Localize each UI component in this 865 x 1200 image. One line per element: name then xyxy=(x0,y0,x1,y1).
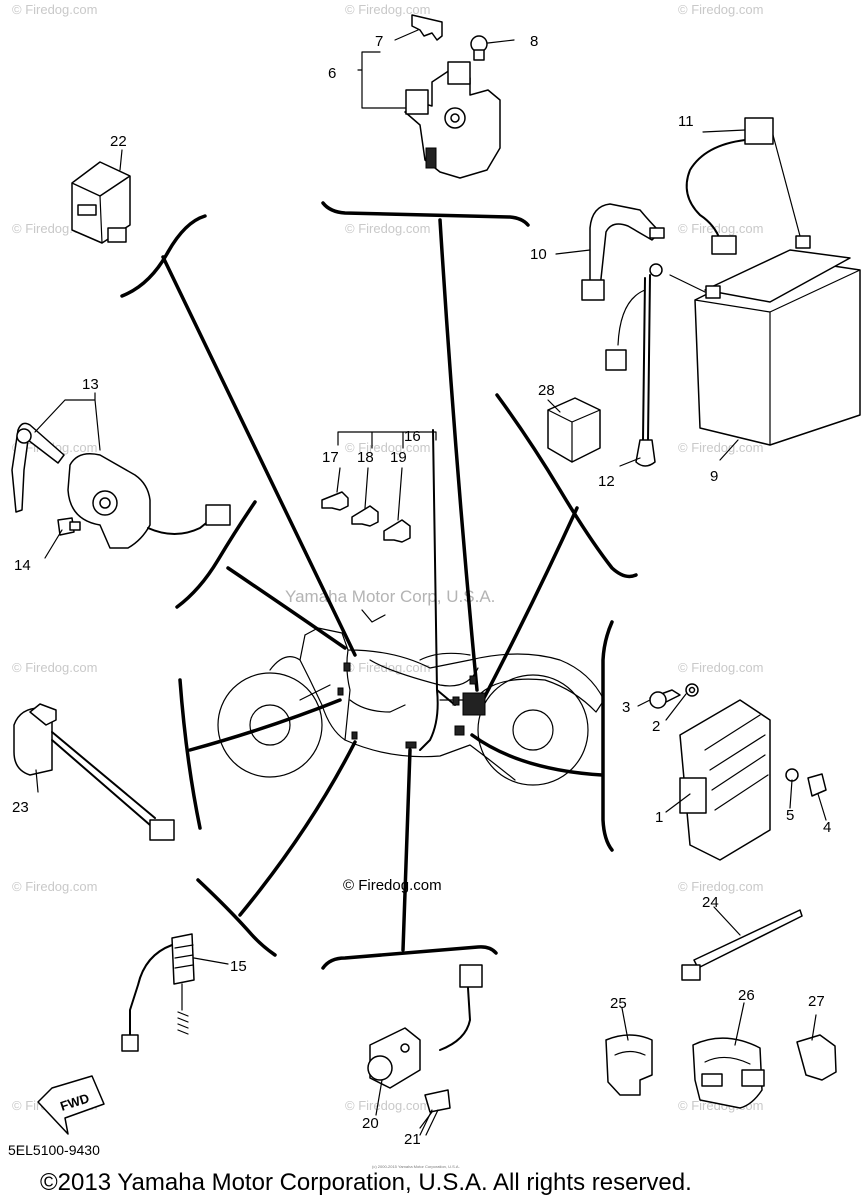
watermark: © Firedog.com xyxy=(678,2,763,17)
callout-13: 13 xyxy=(82,376,99,393)
fuse-set xyxy=(321,491,411,543)
callout-17: 17 xyxy=(322,449,339,466)
callout-numbers: 1 2 3 4 5 6 7 8 9 10 11 12 13 14 15 16 1… xyxy=(12,33,831,1148)
callout-6: 6 xyxy=(328,65,336,82)
group-brackets xyxy=(120,201,638,970)
copyright-footer: ©2013 Yamaha Motor Corporation, U.S.A. A… xyxy=(40,1169,692,1196)
callout-8: 8 xyxy=(530,33,538,50)
bands-clamps xyxy=(605,909,837,1109)
watermark-layer: © Firedog.com © Firedog.com © Firedog.co… xyxy=(12,2,763,1113)
callout-4: 4 xyxy=(823,819,831,836)
callout-28: 28 xyxy=(538,382,555,399)
callout-5: 5 xyxy=(786,807,794,824)
callout-27: 27 xyxy=(808,993,825,1010)
callout-1: 1 xyxy=(655,809,663,826)
callout-22: 22 xyxy=(110,133,127,150)
fine-print: (c) 2000-2015 Yamaha Motor Corporation, … xyxy=(372,1164,460,1169)
watermark: © Firedog.com xyxy=(345,440,430,455)
callout-7: 7 xyxy=(375,33,383,50)
callout-9: 9 xyxy=(710,468,718,485)
callout-15: 15 xyxy=(230,958,247,975)
callout-leaders xyxy=(34,29,827,1129)
callout-3: 3 xyxy=(622,699,630,716)
callout-12: 12 xyxy=(598,473,615,490)
main-switch xyxy=(11,422,231,549)
sensor-23 xyxy=(13,703,175,841)
callout-26: 26 xyxy=(738,987,755,1004)
watermark: © Firedog.com xyxy=(678,879,763,894)
watermark: © Firedog.com xyxy=(12,2,97,17)
watermark: © Firedog.com xyxy=(678,440,763,455)
watermark: © Firedog.com xyxy=(345,660,430,675)
callout-25: 25 xyxy=(610,995,627,1012)
rectifier-regulator xyxy=(649,683,827,861)
battery-group xyxy=(547,117,861,467)
callout-21: 21 xyxy=(404,1131,421,1148)
callout-14: 14 xyxy=(14,557,31,574)
center-credit: © Firedog.com xyxy=(343,877,442,894)
switch-15 xyxy=(121,933,195,1052)
callout-11: 11 xyxy=(678,113,694,130)
callout-18: 18 xyxy=(357,449,374,466)
watermark: © Firedog.com xyxy=(345,1098,430,1113)
callout-10: 10 xyxy=(530,246,547,263)
watermark: © Firedog.com xyxy=(678,660,763,675)
callout-23: 23 xyxy=(12,799,29,816)
callout-19: 19 xyxy=(390,449,407,466)
relay-unit-22 xyxy=(71,161,131,244)
watermark: © Firedog.com xyxy=(12,660,97,675)
fwd-arrow: FWD xyxy=(37,1075,105,1135)
center-watermark: Yamaha Motor Corp, U.S.A. xyxy=(285,587,495,606)
watermark: © Firedog.com xyxy=(12,879,97,894)
callout-20: 20 xyxy=(362,1115,379,1132)
diagram-code: 5EL5100-9430 xyxy=(8,1142,100,1158)
watermark: © Firedog.com xyxy=(345,221,430,236)
starter-relay xyxy=(404,14,501,179)
callout-2: 2 xyxy=(652,718,660,735)
watermark: © Firedog.com xyxy=(345,2,430,17)
sensor-20 xyxy=(367,964,483,1136)
callout-24: 24 xyxy=(702,894,719,911)
watermark: © Firedog.com xyxy=(678,221,763,236)
leader-lines xyxy=(161,218,604,952)
motorcycle-outline xyxy=(217,429,605,786)
callout-16: 16 xyxy=(404,428,421,445)
